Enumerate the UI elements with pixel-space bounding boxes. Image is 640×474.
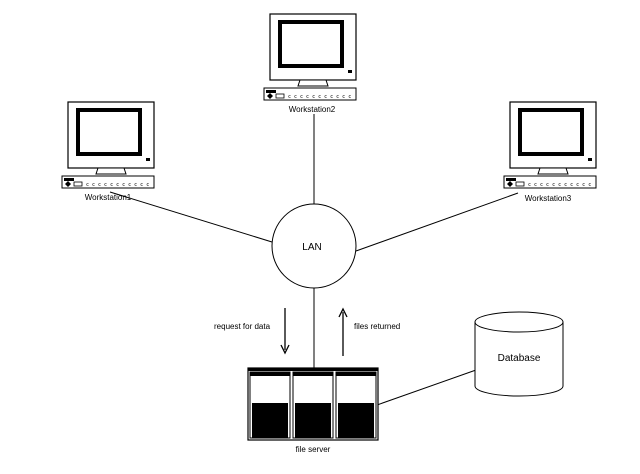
workstation1-label: Workstation1 [85,193,132,202]
request-arrow-down-icon [280,308,290,355]
database-icon [474,311,564,397]
lan-node [271,203,357,289]
workstation2-label: Workstation2 [289,105,336,114]
file-server-server-icon [247,367,379,441]
workstation3-label: Workstation3 [525,194,572,203]
request-arrow-label: request for data [214,322,271,331]
workstation1-computer-icon [61,101,155,189]
returned-arrow-up-icon [338,307,348,356]
file-server-label: file server [296,445,331,454]
database-label: Database [498,353,541,364]
lan-label: LAN [302,242,321,253]
link-workstation1-lan [109,191,273,243]
workstation2-computer-icon [263,13,357,101]
link-fileserver-database [376,369,477,406]
workstation3-computer-icon [503,101,597,189]
returned-arrow-label: files returned [354,322,400,331]
link-workstation3-lan [355,192,519,252]
